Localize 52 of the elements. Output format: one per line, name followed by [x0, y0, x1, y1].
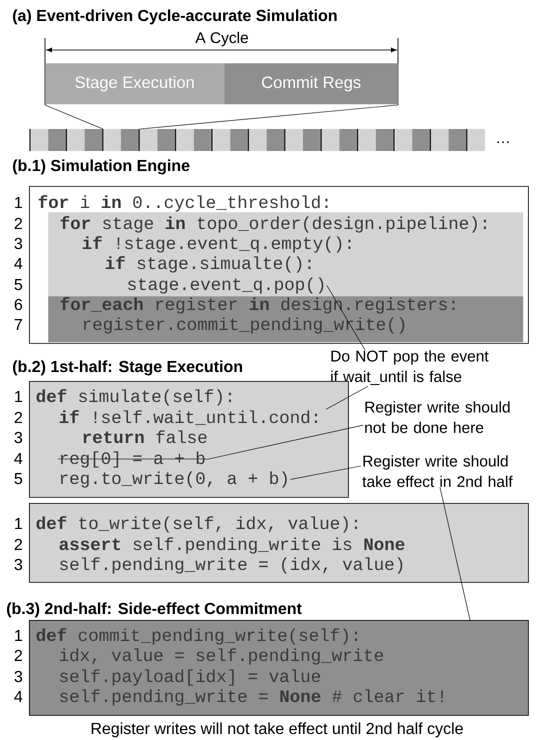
line-number: 1: [15, 391, 22, 402]
section-heading: (b.2) 1st-half: Stage Execution: [13, 360, 242, 376]
leader-line: [326, 386, 368, 410]
highlight-band: [48, 212, 524, 296]
section-heading: (b.1) Simulation Engine: [13, 159, 190, 174]
code-line: def simulate(self):: [36, 389, 231, 406]
line-number: 2: [14, 650, 22, 661]
callout-text: Register write should take effect in 2nd half: [362, 455, 513, 488]
line-number: 2: [14, 412, 22, 423]
code-line: for stage in topo_order(design.pipeline):: [60, 216, 486, 233]
section-heading: (b.3) 2nd-half: Side-effect Commitment: [7, 602, 302, 618]
caption: Register writes will not take effect until 2nd half cycle: [92, 722, 463, 738]
line-number: 4: [14, 691, 22, 702]
code-block: [29, 503, 529, 583]
line-number: 1: [15, 518, 22, 529]
line-number: 2: [14, 218, 22, 229]
dimension-label: A Cycle: [195, 32, 248, 46]
code-line: assert self.pending_write is None: [60, 537, 404, 554]
code-line: self.payload[idx] = value: [60, 669, 320, 686]
code-line: for i in 0..cycle_threshold:: [38, 195, 328, 212]
line-number: 3: [14, 558, 22, 570]
line-number: 4: [14, 258, 22, 269]
code-line: self.pending_write = (idx, value): [60, 557, 402, 574]
line-number: 7: [14, 319, 22, 330]
leader-line: [290, 466, 362, 480]
code-line: if stage.simualte():: [106, 256, 310, 273]
line-number: 5: [14, 279, 22, 290]
code-line: return false: [83, 430, 207, 444]
line-number: 4: [14, 453, 22, 464]
line-number: 2: [14, 538, 22, 550]
code-line: def commit_pending_write(self):: [36, 628, 357, 645]
line-number: 3: [14, 432, 22, 444]
leader-line: [206, 424, 364, 460]
line-number: 3: [14, 238, 22, 250]
stage-box: Stage Execution: [45, 63, 224, 104]
line-number: 3: [14, 670, 22, 682]
line-number: 1: [15, 197, 22, 208]
title: (a) Event-driven Cycle-accurate Simulation: [13, 9, 337, 24]
code-line: self.pending_write = None # clear it!: [60, 689, 443, 706]
code-line: stage.event_q.pop(): [128, 277, 324, 294]
stage-box: Commit Regs: [224, 63, 398, 104]
ellipsis: …: [497, 141, 509, 143]
callout-text: Register write should not be done here: [365, 401, 510, 434]
line-number: 5: [14, 473, 22, 484]
line-number: 6: [14, 298, 22, 310]
code-line: def to_write(self, idx, value):: [36, 516, 357, 533]
code-line: idx, value = self.pending_write: [60, 648, 384, 665]
leader-line: [440, 486, 470, 620]
code-line: if !stage.event_q.empty():: [82, 236, 350, 253]
code-line: reg.to_write(0, a + b): [60, 471, 287, 488]
line-number: 1: [15, 630, 22, 641]
code-line: if !self.wait_until.cond:: [60, 410, 317, 425]
